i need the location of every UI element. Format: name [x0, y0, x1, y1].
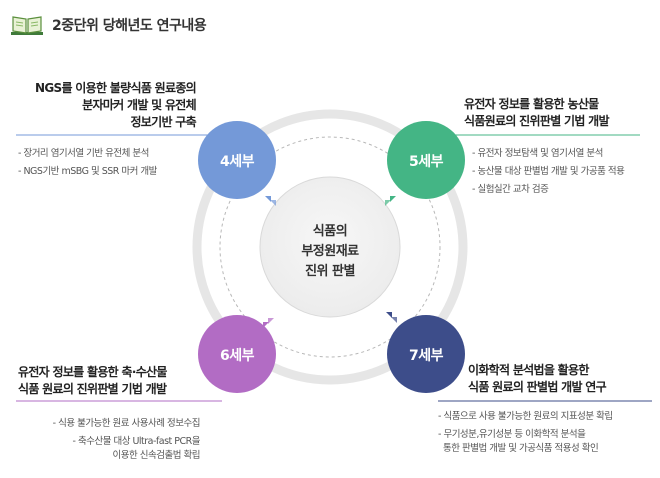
unit-6-title: 유전자 정보를 활용한 축·수산물 식품 원료의 진위판별 기법 개발: [18, 365, 167, 396]
outer-ring: [192, 109, 468, 385]
unit-6-label: 6세부: [219, 348, 255, 364]
unit-7-list: - 식품으로 사용 불가능한 원료의 지표성분 확립 - 무기성분,유기성분 등…: [438, 410, 613, 456]
unit-7-label: 7세부: [408, 348, 444, 364]
list-item: 통한 판별법 개발 및 가공식품 적용성 확인: [443, 443, 599, 454]
center-title: 식품의 부정원재료 진위 판별: [268, 222, 392, 282]
header: 2중단위 당해년도 연구내용: [10, 14, 207, 36]
unit-4-title: NGS를 이용한 불량식품 원료종의 분자마커 개발 및 유전체 정보기반 구축: [35, 81, 197, 129]
list-item: - 무기성분,유기성분 등 이화학적 분석을: [438, 429, 586, 440]
center-line-1: 식품의: [312, 224, 348, 239]
arrow-5: [385, 196, 396, 206]
list-item: 이용한 신속검출법 확립: [112, 450, 201, 461]
list-item: - NGS기반 mSBG 및 SSR 마커 개발: [18, 166, 157, 177]
center-line-2: 부정원재료: [301, 244, 359, 259]
list-item: - 장거리 염기서열 기반 유전체 분석: [18, 148, 149, 159]
list-item: - 농산물 대상 판별법 개발 및 가공품 적용: [472, 166, 625, 177]
arrow-4: [265, 196, 276, 206]
circle-5: [387, 121, 465, 199]
list-item: - 축수산물 대상 Ultra-fast PCR을: [72, 436, 201, 447]
list-item: - 식용 불가능한 원료 사용사례 정보수집: [52, 418, 201, 429]
list-item: - 실험실간 교차 검증: [472, 184, 549, 195]
dashed-ring: [219, 136, 441, 358]
circle-6: [198, 315, 276, 393]
unit-7-title: 이화학적 분석법을 활용한 식품 원료의 판별법 개발 연구: [468, 363, 607, 394]
list-item: - 유전자 정보탐색 및 염기서열 분석: [472, 148, 603, 159]
circle-4: [198, 121, 276, 199]
unit-5-label: 5세부: [408, 154, 444, 170]
arrow-7: [386, 312, 397, 323]
unit-5-title: 유전자 정보를 활용한 농산물 식품원료의 진위판별 기법 개발: [464, 97, 610, 128]
unit-5-list: - 유전자 정보탐색 및 염기서열 분석 - 농산물 대상 판별법 개발 및 가…: [472, 147, 625, 197]
center-line-3: 진위 판별: [305, 264, 355, 279]
arrow-6: [263, 318, 274, 328]
list-item: - 식품으로 사용 불가능한 원료의 지표성분 확립: [438, 411, 613, 422]
book-icon: [11, 16, 43, 35]
unit-4-label: 4세부: [219, 154, 255, 170]
unit-4-list: - 장거리 염기서열 기반 유전체 분석 - NGS기반 mSBG 및 SSR …: [18, 147, 157, 179]
unit-6-list: - 식용 불가능한 원료 사용사례 정보수집 - 축수산물 대상 Ultra-f…: [52, 417, 201, 463]
center-circle: [259, 176, 401, 318]
page-title: 2중단위 당해년도 연구내용: [52, 18, 207, 34]
circle-7: [387, 315, 465, 393]
